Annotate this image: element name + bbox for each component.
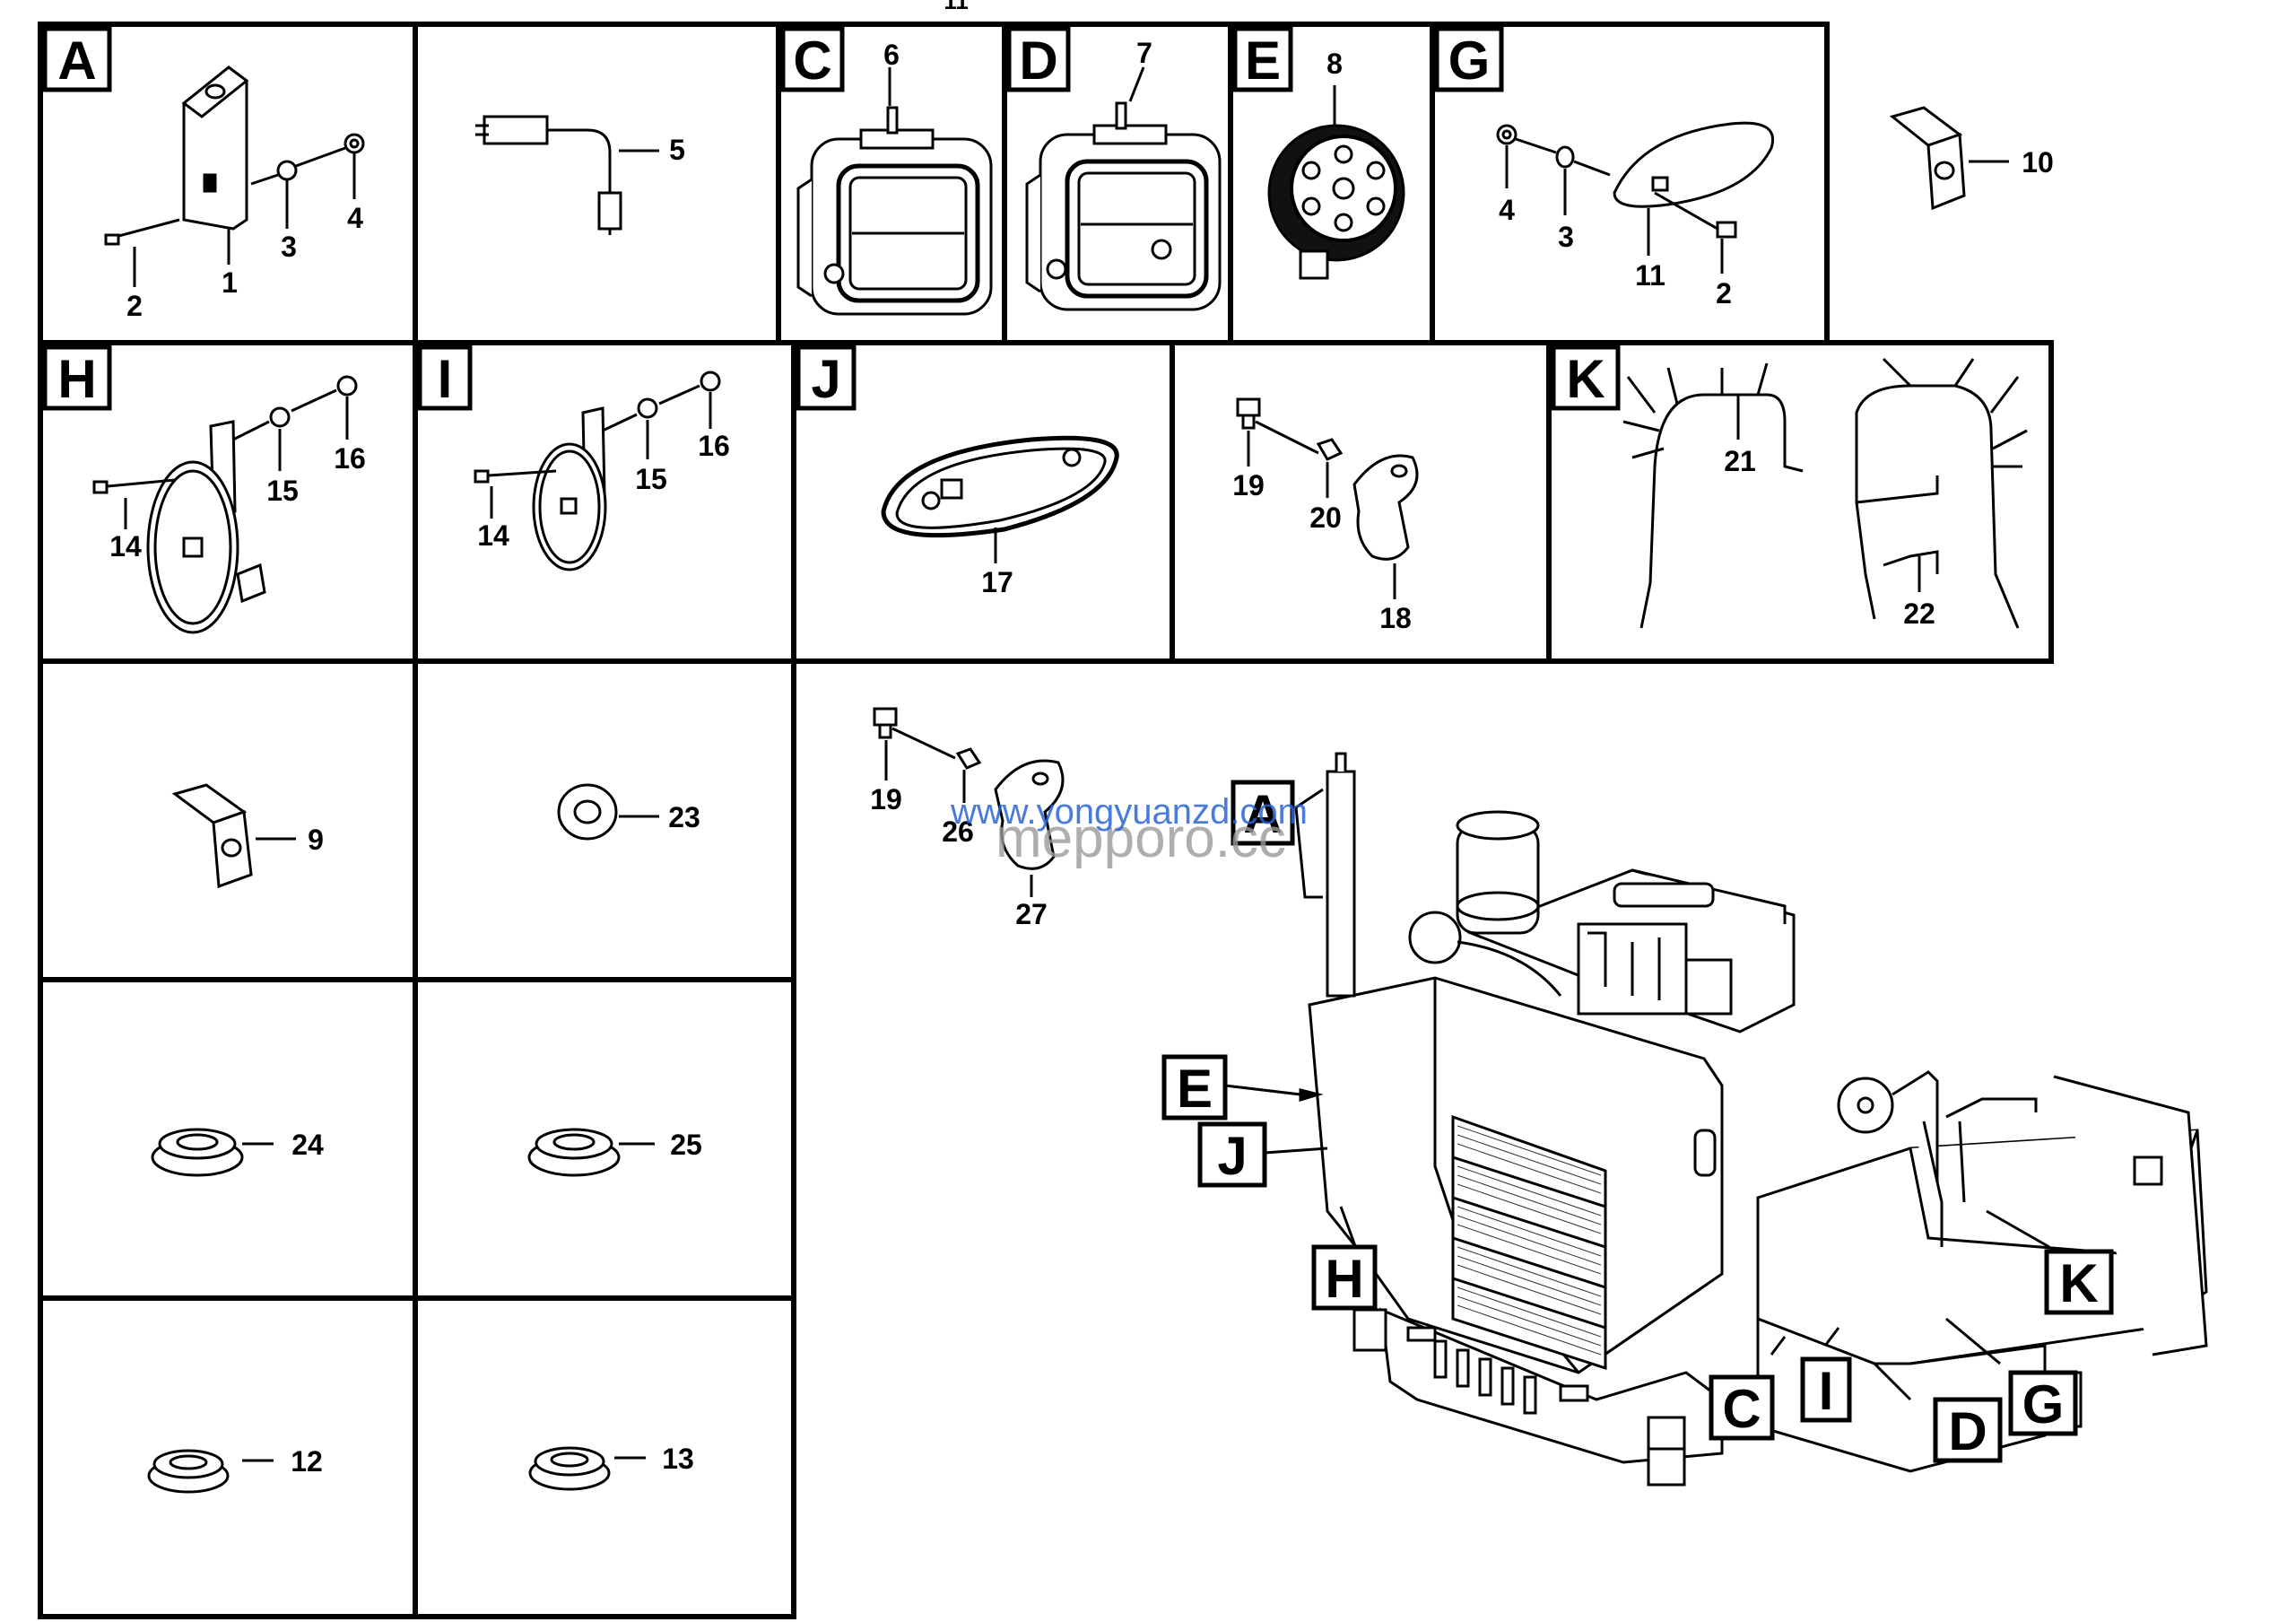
part-16-h: 16 (334, 442, 366, 475)
callout-a: A (1243, 784, 1282, 844)
callout-h: H (1325, 1249, 1363, 1309)
panel-i-drawing (474, 371, 721, 571)
part-19-bottom: 19 (870, 783, 902, 815)
part-10: 10 (2022, 146, 2054, 179)
part-1: 1 (222, 266, 238, 299)
panel-e-drawing (1267, 85, 1405, 280)
part-3-g: 3 (1558, 221, 1574, 253)
panel-letter-k: K (1566, 349, 1605, 409)
panel-j-drawing (881, 435, 1119, 563)
top-mark: 11 (944, 0, 969, 14)
part-14-h: 14 (109, 530, 142, 562)
panel-letter-h: H (57, 349, 96, 409)
watermark-url: www.yongyuanzd.com (950, 792, 1308, 832)
panel-letter-d: D (1019, 31, 1057, 91)
callout-c: C (1722, 1379, 1761, 1439)
part-22: 22 (1903, 597, 1935, 630)
part-23: 23 (668, 801, 700, 833)
panel-letter-a: A (57, 31, 96, 91)
part-16-i: 16 (698, 430, 730, 462)
part-25: 25 (670, 1129, 702, 1161)
part-4-g: 4 (1499, 194, 1515, 226)
panel-a-drawing (104, 65, 365, 246)
part-4-a: 4 (347, 202, 363, 234)
part-5: 5 (669, 134, 685, 166)
panel-18-drawing (1236, 397, 1419, 599)
panel-letter-j: J (811, 349, 840, 409)
callout-d: D (1948, 1401, 1987, 1461)
part-11: 11 (1635, 259, 1665, 292)
panel-g-drawing (1496, 121, 1774, 274)
part-13: 13 (662, 1443, 694, 1475)
panel-letter-i: I (438, 349, 453, 409)
part-20: 20 (1309, 501, 1342, 534)
callout-g: G (2022, 1374, 2065, 1435)
part-26: 26 (942, 815, 974, 848)
part-14-i: 14 (477, 519, 509, 552)
part-3-a: 3 (281, 231, 297, 263)
grommet-12-drawing (147, 1449, 274, 1494)
bracket-9-drawing (171, 783, 296, 889)
washer-23-drawing (557, 783, 659, 841)
part-18: 18 (1379, 602, 1412, 634)
callout-k: K (2059, 1253, 2098, 1313)
part-24: 24 (291, 1129, 324, 1161)
grid-frames (38, 22, 2054, 1619)
grommet-24-drawing (151, 1128, 274, 1177)
callout-e: E (1177, 1059, 1213, 1119)
machine-callouts (1161, 780, 2114, 1463)
grommet-25-drawing (527, 1128, 655, 1177)
part-12: 12 (291, 1445, 323, 1478)
panel-d-drawing (1025, 66, 1222, 311)
callout-i: I (1819, 1361, 1834, 1421)
part-8: 8 (1326, 48, 1343, 80)
loose-parts-drawing (873, 707, 1065, 897)
panel-letter-g: G (1448, 31, 1491, 91)
part-9: 9 (308, 824, 324, 856)
part-2-a: 2 (126, 290, 143, 322)
panel-letter-c: C (793, 31, 831, 91)
bracket-10-drawing (1889, 106, 2009, 211)
part-6: 6 (883, 39, 900, 71)
part-15-i: 15 (635, 463, 667, 495)
callout-j: J (1217, 1126, 1247, 1186)
panel-a-leaders (133, 153, 356, 287)
panel-k-drawing (1622, 357, 2028, 629)
watermark-brand: mepporo.cc (996, 807, 1286, 869)
part-15-h: 15 (266, 475, 299, 507)
panel-h-drawing (92, 375, 358, 634)
part-21: 21 (1724, 445, 1756, 477)
part-27: 27 (1015, 898, 1048, 930)
grommet-13-drawing (528, 1446, 646, 1491)
panel-c-drawing (796, 67, 993, 316)
panel-5-drawing (475, 115, 659, 235)
panel-letter-e: E (1245, 31, 1281, 91)
panel-letters: A C D E G H I J K (42, 26, 1621, 411)
part-7: 7 (1136, 37, 1152, 69)
part-19-top: 19 (1232, 469, 1265, 501)
part-17: 17 (981, 566, 1013, 598)
part-2-g: 2 (1716, 277, 1732, 310)
